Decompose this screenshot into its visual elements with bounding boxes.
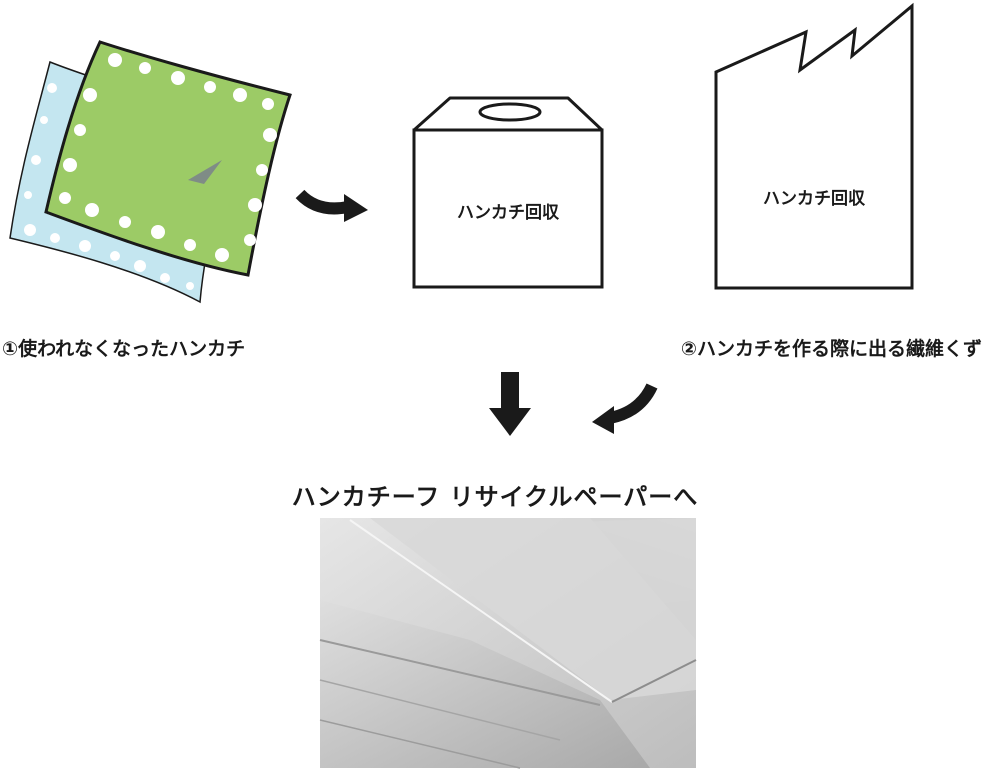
arrow-icon — [592, 383, 658, 434]
step1-caption: ①使われなくなったハンカチ — [2, 338, 246, 360]
factory-icon — [714, 2, 914, 290]
collection-box-label: ハンカチ回収 — [457, 203, 559, 223]
handkerchief-icon — [9, 40, 292, 304]
factory-label: ハンカチ回収 — [763, 189, 865, 209]
paper-stack-photo — [319, 518, 697, 769]
arrow-icon — [295, 189, 368, 222]
result-caption: ハンカチーフ リサイクルペーパーへ — [291, 483, 699, 511]
arrow-icon — [489, 372, 531, 436]
collection-box-icon — [412, 96, 604, 289]
step2-caption: ②ハンカチを作る際に出る繊維くず — [680, 338, 982, 360]
